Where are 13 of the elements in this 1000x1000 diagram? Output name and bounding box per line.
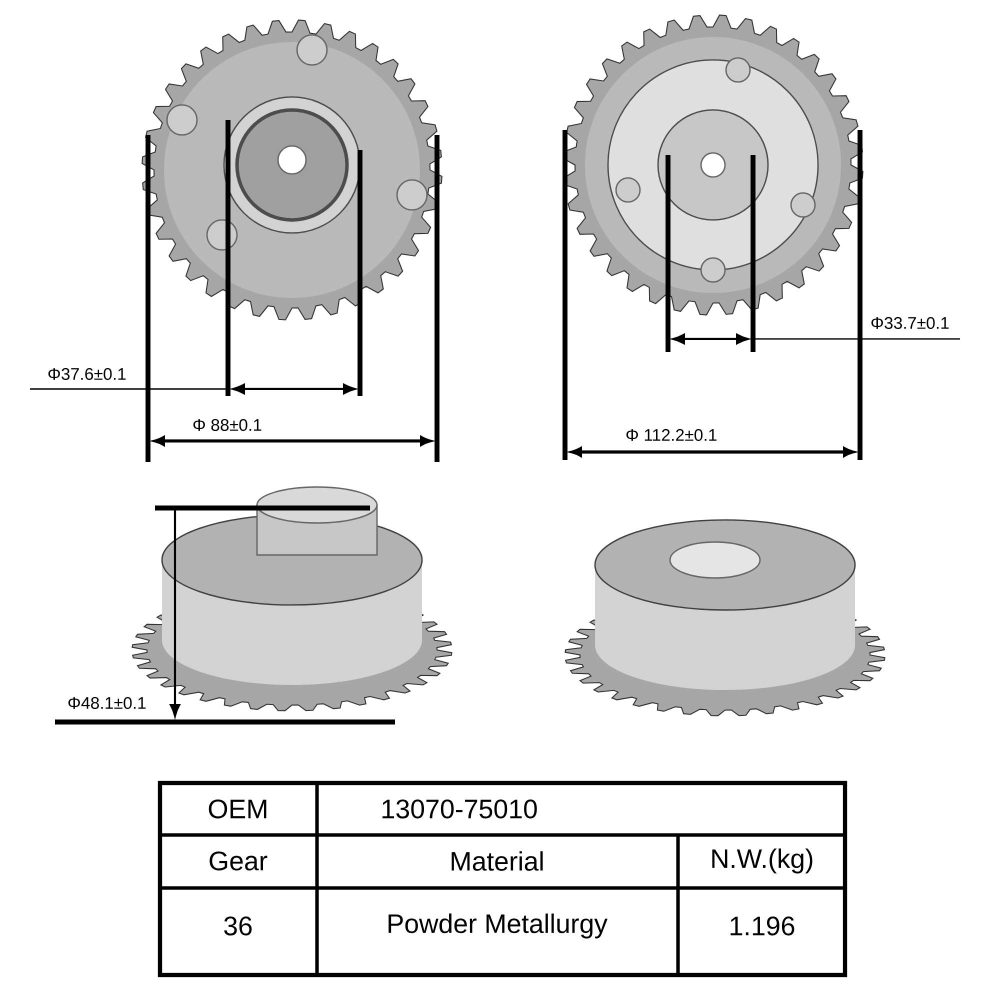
dimension-label: Φ 88±0.1 [193, 419, 262, 431]
table-text: 36 [224, 916, 252, 936]
table-text: Gear [210, 852, 268, 870]
dimension-label: Φ48.1±0.1 [68, 697, 146, 709]
table-text: OEM [208, 800, 266, 818]
dimension-label: Φ 112.2±0.1 [626, 429, 716, 441]
dimension-label: Φ33.7±0.1 [871, 317, 949, 329]
table-text: N.W.(kg) [712, 848, 812, 874]
table-text: 13070-75010 [382, 800, 537, 818]
table-text: Material [452, 851, 543, 871]
table-text: 1.196 [730, 916, 794, 936]
table-text: Powder Metallurgy [388, 914, 608, 938]
dimension-label: Φ37.6±0.1 [48, 368, 126, 380]
